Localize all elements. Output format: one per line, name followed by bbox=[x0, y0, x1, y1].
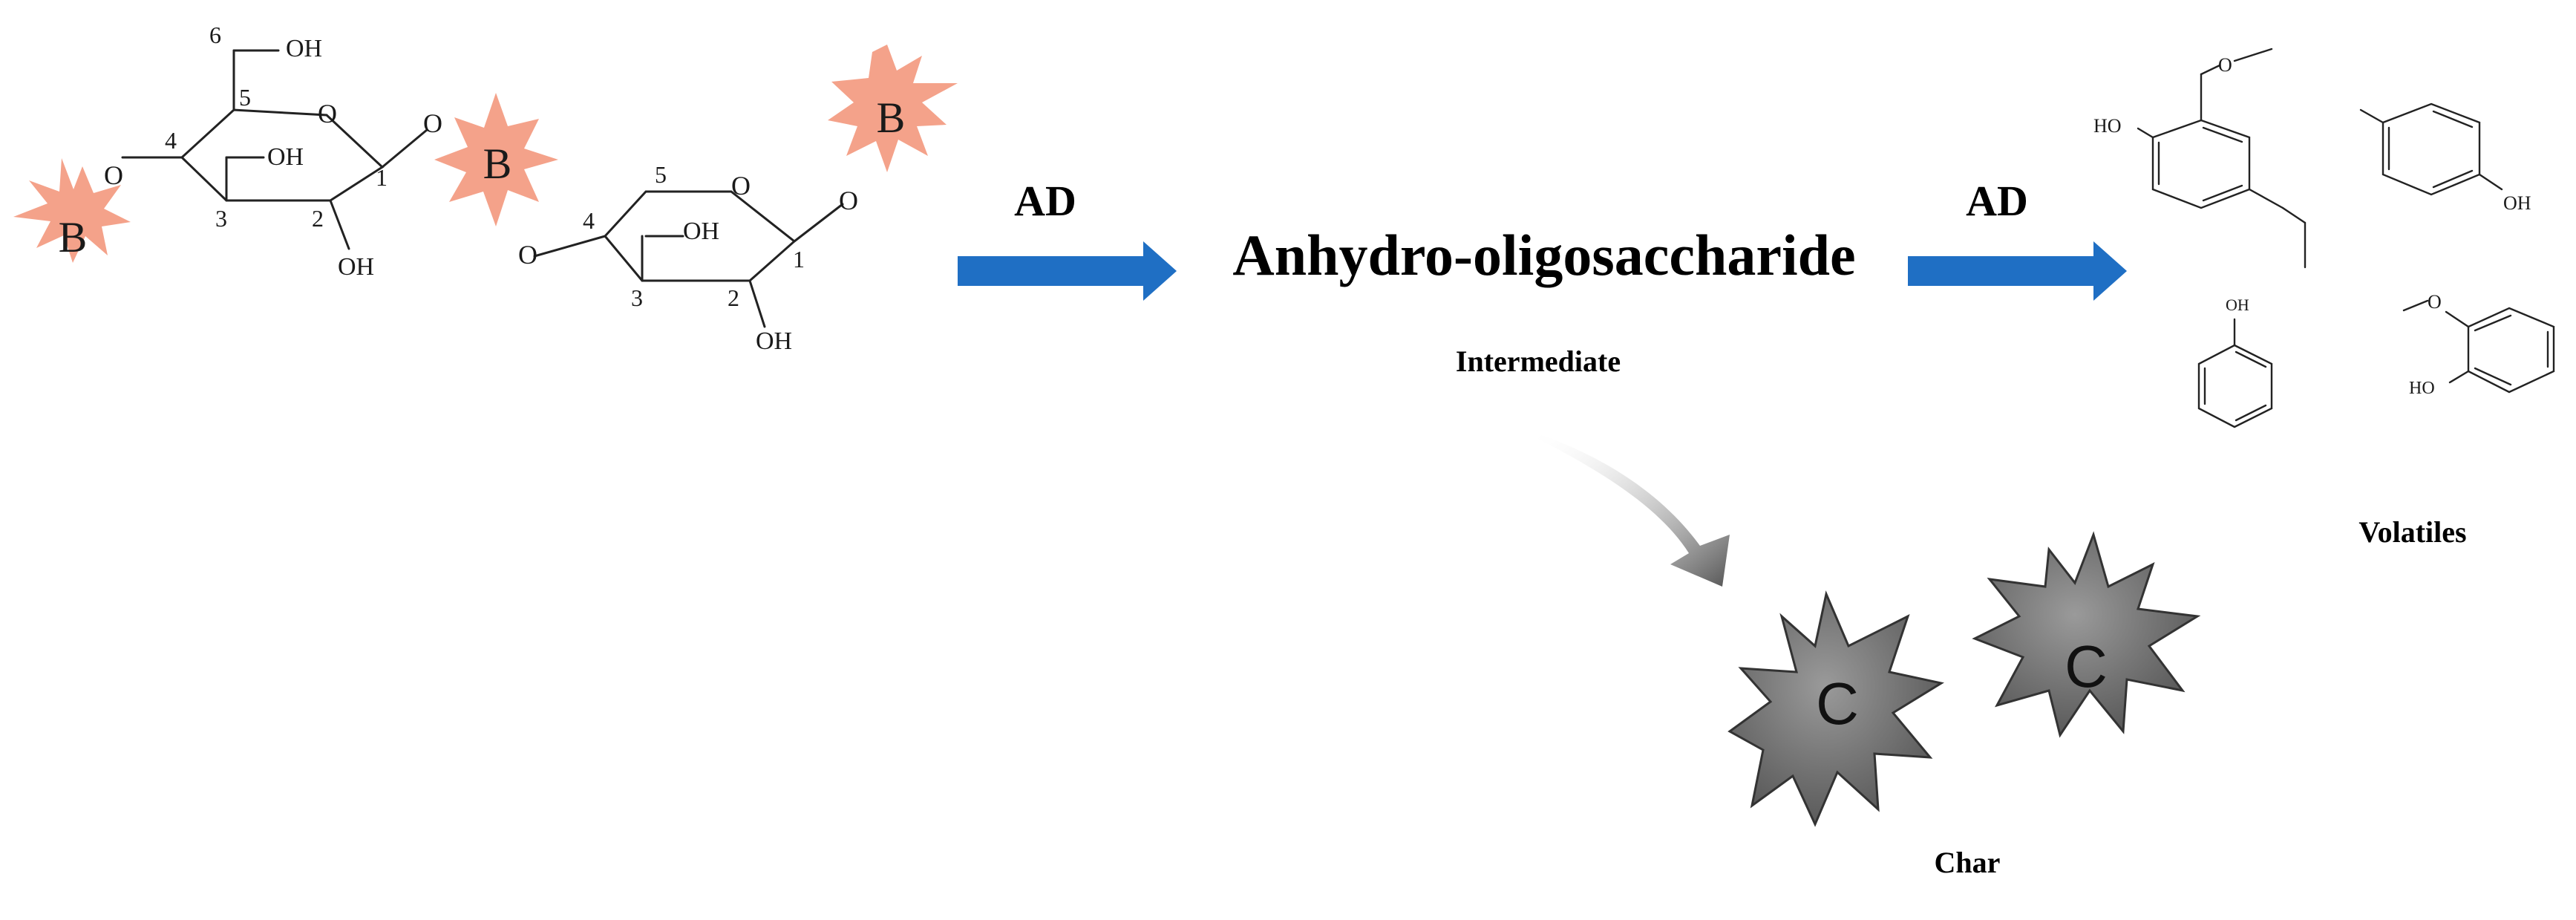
b-badge-left: B bbox=[13, 158, 131, 263]
molecule-propyl-guaiacol: O HO bbox=[2093, 48, 2307, 269]
o1-label-2: O bbox=[839, 186, 858, 215]
molecule-p-cresol: OH bbox=[2359, 102, 2531, 214]
arrow-ad-label-2: AD bbox=[1966, 177, 2028, 225]
ring-oxygen-label: O bbox=[318, 99, 337, 128]
c4-number-2: 4 bbox=[583, 207, 595, 234]
c3-number-2: 3 bbox=[631, 284, 643, 311]
b-badge-right: B bbox=[828, 45, 958, 172]
b-badge-middle: B bbox=[434, 93, 558, 226]
methoxy-o-label: O bbox=[2218, 54, 2232, 76]
arrow-ad-1: AD bbox=[958, 177, 1177, 301]
molecule-phenol: OH bbox=[2197, 296, 2273, 428]
c2-number-2: 2 bbox=[728, 284, 739, 311]
o4-label-2: O bbox=[518, 240, 537, 270]
c-badge-label: C bbox=[2065, 633, 2108, 699]
molecule-guaiacol: O HO bbox=[2402, 291, 2555, 398]
c3-oh-label-2: OH bbox=[683, 218, 719, 245]
c6-number: 6 bbox=[209, 22, 221, 48]
c6-oh-label: OH bbox=[286, 35, 322, 62]
b-badge-label: B bbox=[483, 140, 512, 188]
curved-arrow-to-char bbox=[1529, 431, 1730, 587]
arrow-ad-label-1: AD bbox=[1014, 177, 1076, 225]
o4-label: O bbox=[104, 160, 123, 190]
glucose-ring-2: O 5 O 4 OH 1 3 2 OH O bbox=[518, 161, 858, 355]
intermediate-caption: Intermediate bbox=[1456, 345, 1621, 378]
char-particle-left: C bbox=[1727, 590, 1944, 827]
c2-oh-label-2: OH bbox=[756, 327, 792, 355]
c-badge-label: C bbox=[1816, 671, 1859, 737]
guaiacol-ho-label: HO bbox=[2409, 379, 2435, 398]
c4-number: 4 bbox=[165, 127, 177, 154]
ring-oxygen-label-2: O bbox=[731, 171, 751, 200]
b-badge-label: B bbox=[59, 213, 88, 261]
volatiles-caption: Volatiles bbox=[2358, 515, 2466, 549]
c5-number: 5 bbox=[239, 84, 251, 111]
arrow-ad-2: AD bbox=[1908, 177, 2127, 301]
c3-oh-label: OH bbox=[267, 143, 304, 171]
b-badge-label: B bbox=[877, 94, 906, 142]
cresol-oh-label: OH bbox=[2503, 192, 2531, 214]
c5-number-2: 5 bbox=[655, 161, 667, 188]
disaccharide-structure: 6 OH 5 O 4 O OH 1 3 2 OH O O 5 O 4 OH 1 bbox=[13, 22, 958, 355]
hydroxy-label: HO bbox=[2093, 115, 2122, 137]
c1-number-2: 1 bbox=[793, 246, 805, 273]
phenol-oh-label: OH bbox=[2226, 296, 2249, 314]
c3-number: 3 bbox=[215, 205, 227, 232]
glycosidic-oxygen-label: O bbox=[423, 108, 442, 138]
c1-number: 1 bbox=[376, 164, 388, 191]
glucose-ring-1: 6 OH 5 O 4 O OH 1 3 2 OH O bbox=[104, 22, 442, 281]
char-particle-right: C bbox=[1972, 531, 2201, 738]
c2-number: 2 bbox=[312, 205, 324, 232]
char-caption: Char bbox=[1935, 846, 2001, 879]
volatiles-molecules: O HO OH OH bbox=[2093, 48, 2555, 428]
guaiacol-o-label: O bbox=[2428, 291, 2442, 313]
intermediate-name: Anhydro-oligosaccharide bbox=[1232, 223, 1855, 287]
c2-oh-label: OH bbox=[338, 253, 374, 281]
